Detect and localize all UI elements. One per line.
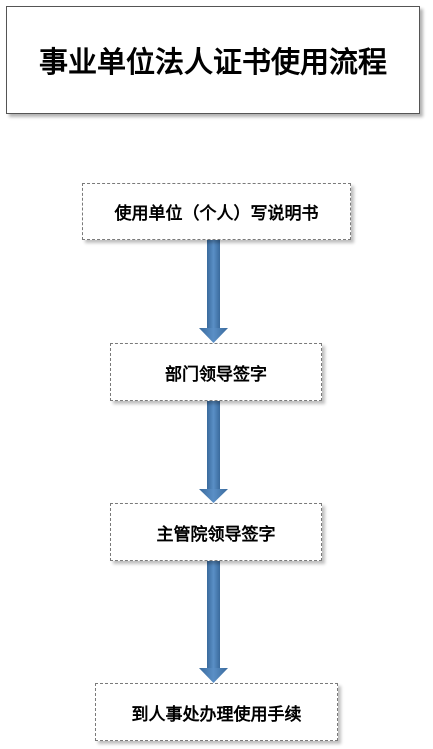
arrow-1 xyxy=(199,240,228,343)
step-write-statement: 使用单位（个人）写说明书 xyxy=(82,183,351,240)
step-label: 使用单位（个人）写说明书 xyxy=(114,204,319,224)
step-label: 到人事处办理使用手续 xyxy=(131,704,302,725)
step-department-leader-sign: 部门领导签字 xyxy=(110,343,322,401)
step-hr-office-procedure: 到人事处办理使用手续 xyxy=(95,683,338,741)
step-label: 主管院领导签字 xyxy=(156,524,276,545)
diagram-title: 事业单位法人证书使用流程 xyxy=(38,45,387,79)
arrow-2 xyxy=(199,401,228,503)
step-label: 部门领导签字 xyxy=(165,364,267,385)
arrow-3 xyxy=(199,561,228,683)
title-box: 事业单位法人证书使用流程 xyxy=(6,6,420,114)
step-supervising-leader-sign: 主管院领导签字 xyxy=(110,503,322,561)
